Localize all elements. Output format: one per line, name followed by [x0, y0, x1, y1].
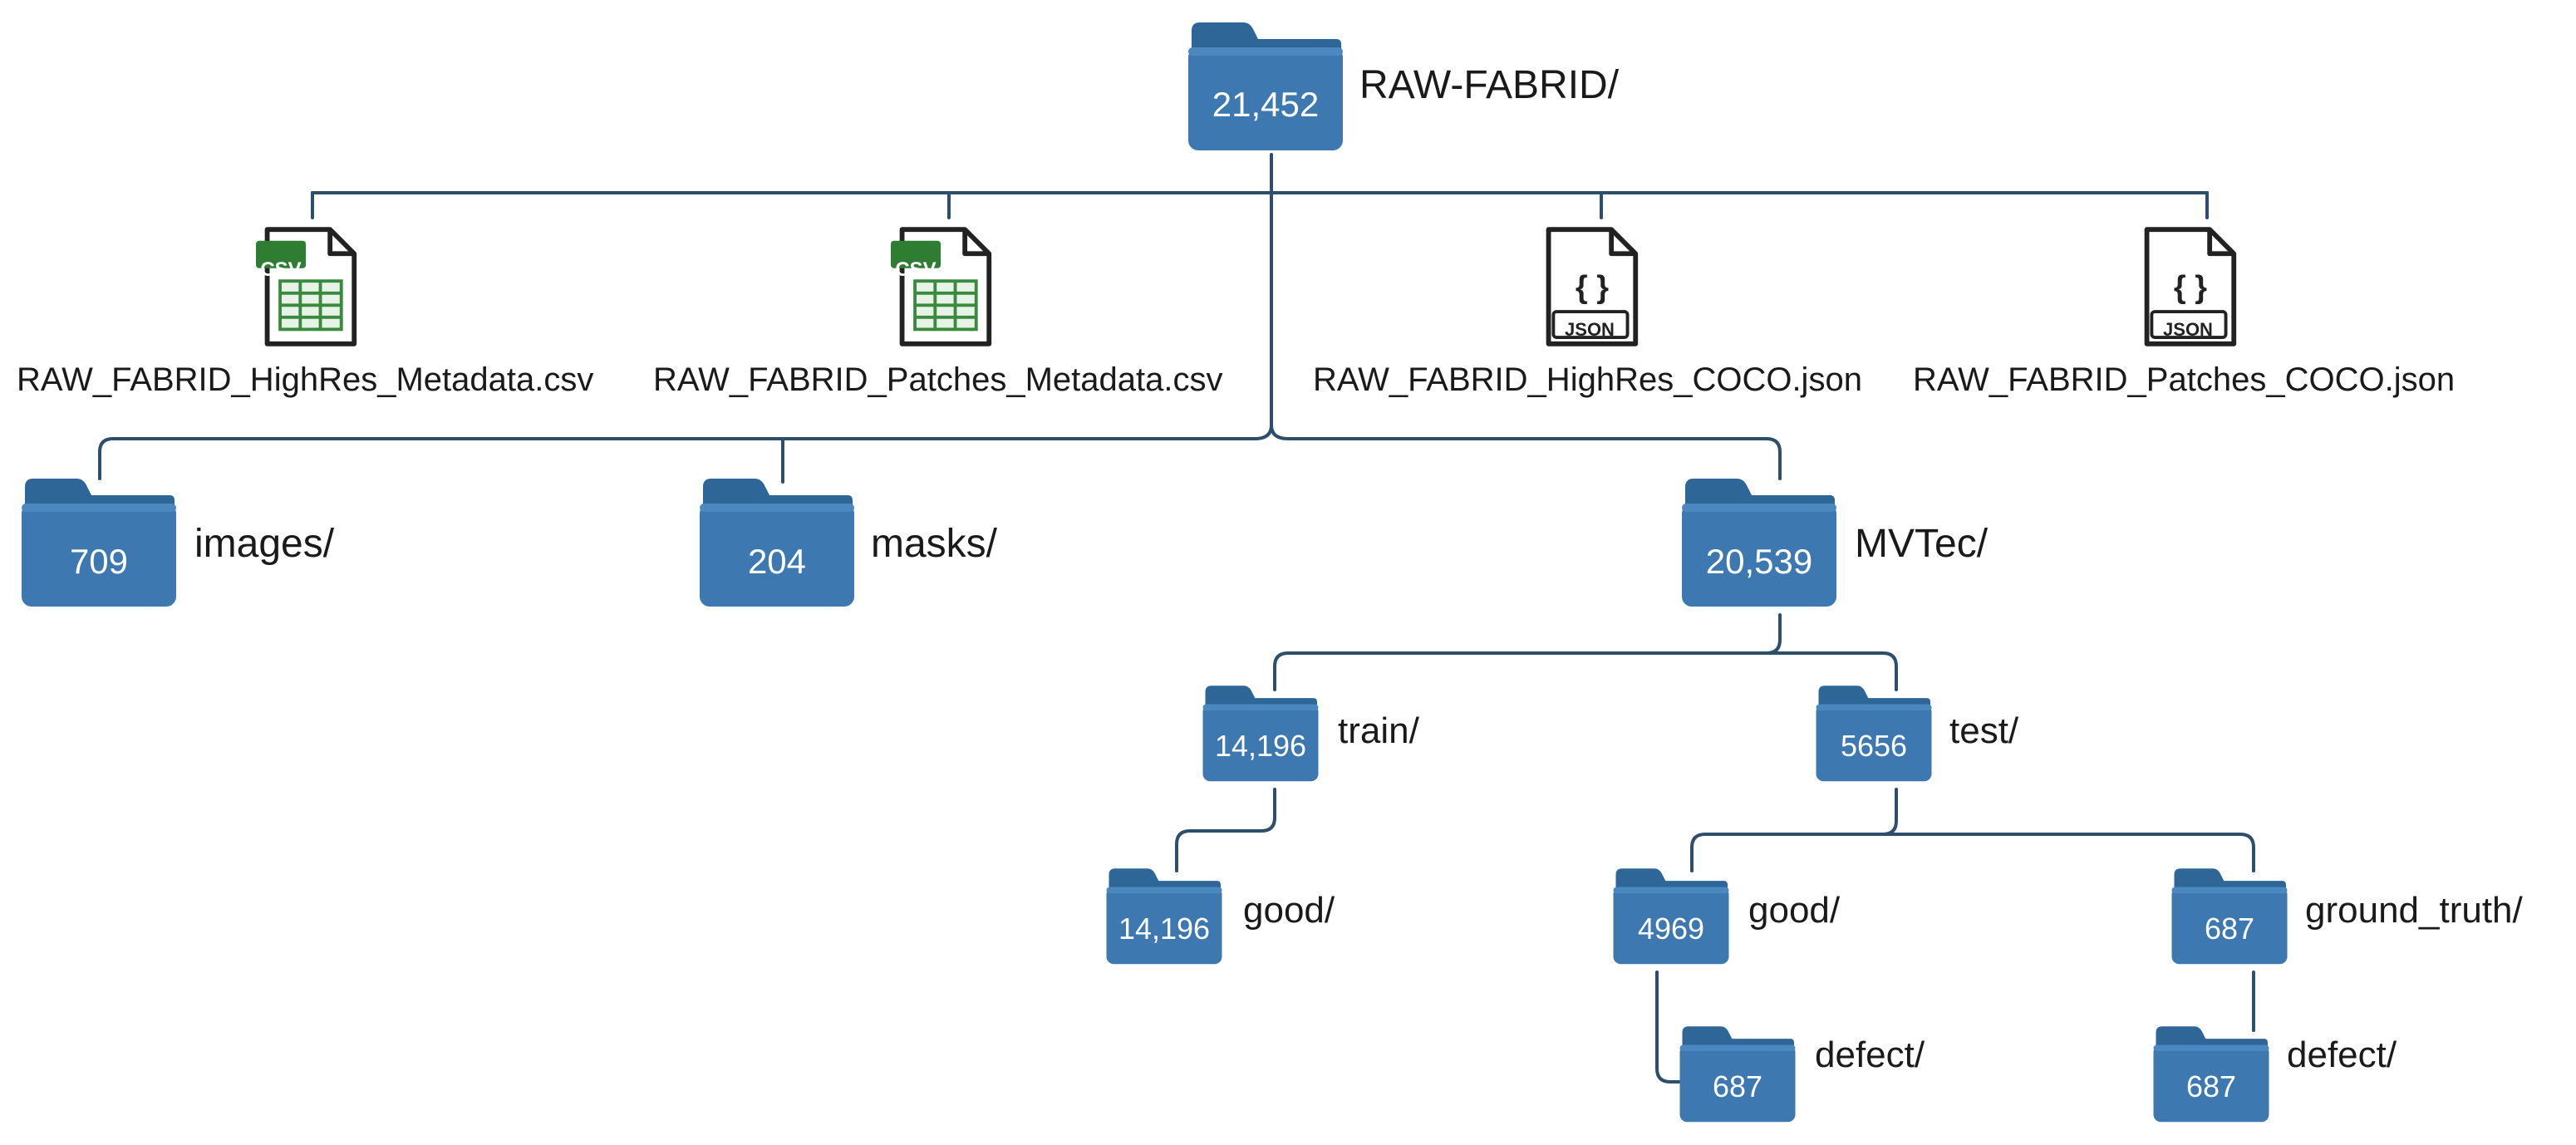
json-badge: JSON [1565, 319, 1615, 340]
json-brace-glyph: { } [2174, 270, 2207, 305]
train-good-count: 14,196 [1118, 912, 1210, 946]
tree-connectors [98, 153, 2255, 1084]
file-name: RAW_FABRID_HighRes_COCO.json [1313, 361, 1862, 398]
mvtec-split [1273, 613, 1898, 691]
folder-mvtec[interactable]: 20,539 MVTec/ [1682, 479, 1989, 607]
folder-masks[interactable]: 204 masks/ [700, 479, 998, 607]
test-good-name: good/ [1748, 890, 1841, 931]
test-name: test/ [1949, 710, 2019, 751]
folder-ground-truth[interactable]: 687 ground_truth/ [2171, 868, 2524, 965]
test-good-count: 4969 [1638, 912, 1704, 946]
file-name: RAW_FABRID_Patches_Metadata.csv [653, 361, 1222, 398]
ground-truth-name: ground_truth/ [2305, 890, 2524, 931]
images-count: 709 [70, 542, 128, 581]
train-name: train/ [1338, 710, 1420, 751]
folder-test-good-defect[interactable]: 687 defect/ [1679, 1026, 1925, 1123]
test-good-defect-count: 687 [1713, 1069, 1762, 1103]
ground-truth-defect-count: 687 [2186, 1069, 2236, 1103]
root-count: 21,452 [1212, 85, 1319, 124]
folder-train[interactable]: 14,196 train/ [1202, 686, 1420, 782]
folder-images[interactable]: 709 images/ [22, 479, 335, 607]
folder-test-good[interactable]: 4969 good/ [1613, 868, 1841, 965]
file-name: RAW_FABRID_Patches_COCO.json [1913, 361, 2455, 398]
train-count: 14,196 [1215, 729, 1306, 763]
root-name: RAW-FABRID/ [1359, 63, 1620, 107]
file-item-2[interactable]: CSV RAW_FABRID_Patches_Metadata.csv [653, 229, 1222, 398]
mvtec-count: 20,539 [1706, 542, 1812, 581]
root-folder[interactable]: 21,452 RAW-FABRID/ [1188, 22, 1620, 150]
csv-file-icon [256, 229, 354, 344]
csv-badge: CSV [260, 258, 301, 281]
mvtec-name: MVTec/ [1855, 522, 1989, 566]
json-badge: JSON [2163, 319, 2213, 340]
train-good-name: good/ [1243, 890, 1335, 931]
file-item-1[interactable]: CSV RAW_FABRID_HighRes_Metadata.csv [17, 229, 593, 398]
folder-train-good[interactable]: 14,196 good/ [1106, 868, 1335, 965]
masks-count: 204 [748, 542, 806, 581]
folder-bar [98, 424, 1782, 480]
folder-ground-truth-defect[interactable]: 687 defect/ [2153, 1026, 2397, 1123]
file-item-3[interactable]: { } JSON RAW_FABRID_HighRes_COCO.json [1313, 229, 1862, 398]
file-item-4[interactable]: { } JSON RAW_FABRID_Patches_COCO.json [1913, 229, 2455, 398]
test-good-defect-name: defect/ [1815, 1034, 1925, 1075]
file-name: RAW_FABRID_HighRes_Metadata.csv [17, 361, 593, 398]
train-good-link [1175, 788, 1276, 872]
images-name: images/ [194, 522, 335, 566]
json-brace-glyph: { } [1576, 270, 1609, 305]
test-count: 5656 [1841, 729, 1907, 763]
folder-test[interactable]: 5656 test/ [1816, 686, 2019, 782]
test-split [1690, 788, 2255, 872]
ground-truth-count: 687 [2205, 912, 2254, 946]
csv-badge: CSV [895, 258, 936, 281]
masks-name: masks/ [871, 522, 998, 566]
good-defect-link [1655, 971, 1697, 1084]
csv-file-icon [891, 229, 989, 344]
ground-truth-defect-name: defect/ [2287, 1034, 2397, 1075]
